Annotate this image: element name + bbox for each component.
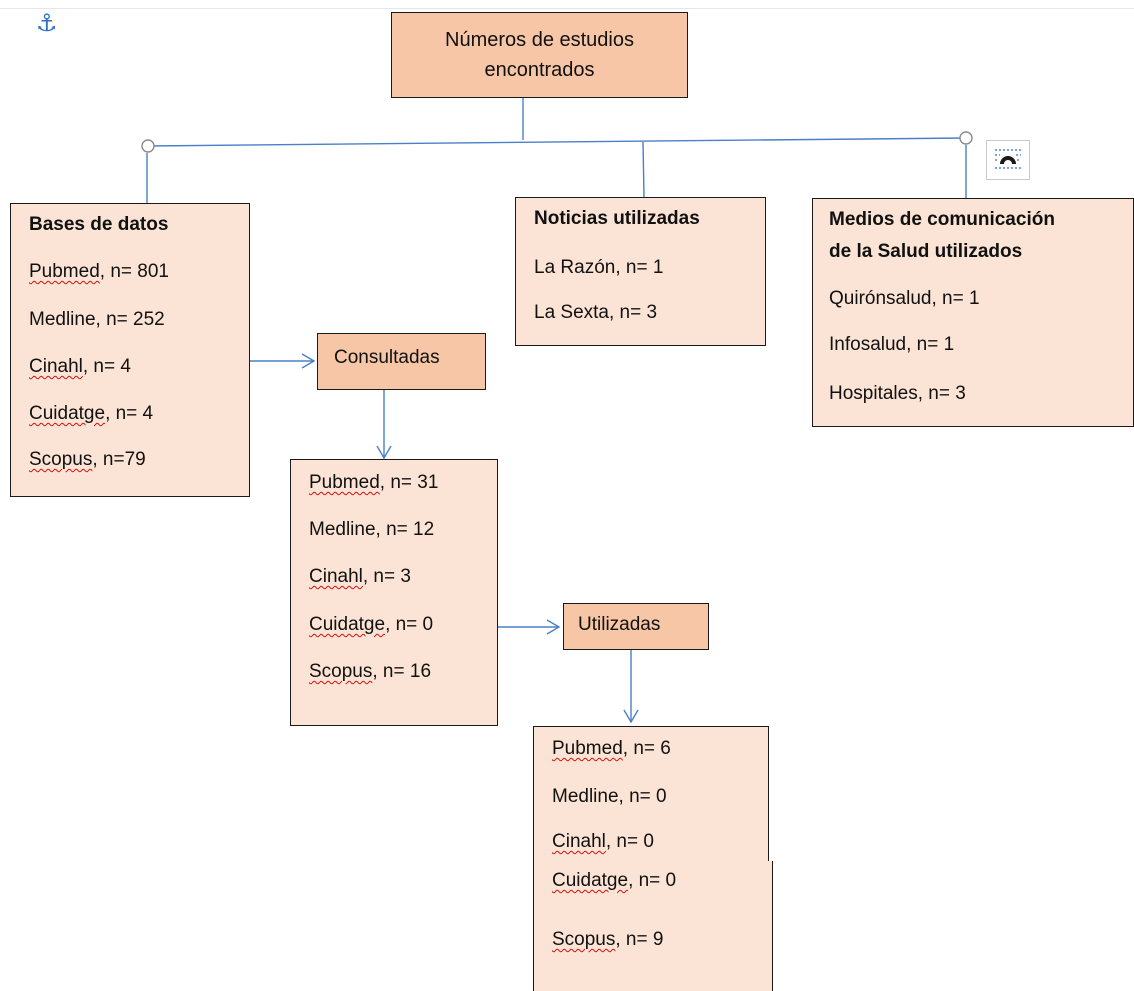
utilizadas-item: Cinahl, n= 0 [552, 831, 654, 852]
left-handle-icon[interactable] [141, 139, 155, 153]
bases-title: Bases de datos [29, 214, 169, 235]
bases-item: Scopus, n=79 [29, 449, 146, 470]
right-handle-icon[interactable] [959, 131, 973, 145]
bases-item: Medline, n= 252 [29, 309, 165, 330]
branch-bar-line [147, 137, 967, 147]
consultadas-item: Medline, n= 12 [309, 519, 435, 540]
consultadas-item: Cuidatge, n= 0 [309, 614, 434, 635]
utilizadas-label: Utilizadas [578, 614, 661, 635]
bases-box[interactable]: Bases de datos Pubmed, n= 801 Medline, n… [10, 203, 250, 497]
consultadas-list-box[interactable]: Pubmed, n= 31 Medline, n= 12 Cinahl, n= … [290, 459, 498, 726]
medios-box[interactable]: Medios de comunicación de la Salud utili… [812, 198, 1134, 427]
utilizadas-list-box-upper[interactable]: Pubmed, n= 6 Medline, n= 0 Cinahl, n= 0 [533, 726, 769, 861]
noticias-box[interactable]: Noticias utilizadas La Razón, n= 1 La Se… [515, 197, 766, 346]
utilizadas-item: Medline, n= 0 [552, 786, 667, 807]
consultadas-box[interactable]: Consultadas [317, 333, 486, 390]
utilizadas-item: Cuidatge, n= 0 [552, 870, 677, 891]
bases-item: Pubmed, n= 801 [29, 261, 169, 282]
utilizadas-item: Pubmed, n= 6 [552, 738, 671, 759]
medios-item: Quirónsalud, n= 1 [829, 288, 980, 309]
medios-title-line1: Medios de comunicación [829, 209, 1055, 230]
root-title: Números de estudios encontrados [445, 29, 634, 81]
medios-item: Infosalud, n= 1 [829, 334, 955, 355]
noticias-title: Noticias utilizadas [534, 208, 700, 229]
utilizadas-item: Scopus, n= 9 [552, 929, 664, 950]
anchor-icon[interactable]: ⚓ [36, 10, 58, 37]
layout-options-icon[interactable] [986, 140, 1030, 180]
utilizadas-box[interactable]: Utilizadas [563, 603, 709, 650]
consultadas-item: Pubmed, n= 31 [309, 472, 439, 493]
consultadas-label: Consultadas [334, 347, 440, 368]
medios-title-line2: de la Salud utilizados [829, 241, 1023, 262]
bases-item: Cinahl, n= 4 [29, 356, 131, 377]
consultadas-item: Scopus, n= 16 [309, 661, 432, 682]
noticias-item: La Sexta, n= 3 [534, 302, 658, 323]
noticias-item: La Razón, n= 1 [534, 257, 664, 278]
medios-item: Hospitales, n= 3 [829, 383, 966, 404]
consultadas-item: Cinahl, n= 3 [309, 566, 411, 587]
utilizadas-list-box-lower[interactable]: Cuidatge, n= 0 Scopus, n= 9 [533, 861, 773, 991]
branch-noticias-line [642, 141, 645, 198]
root-box[interactable]: Números de estudios encontrados [391, 12, 688, 98]
bases-item: Cuidatge, n= 4 [29, 403, 154, 424]
page-top-border [0, 8, 1134, 9]
